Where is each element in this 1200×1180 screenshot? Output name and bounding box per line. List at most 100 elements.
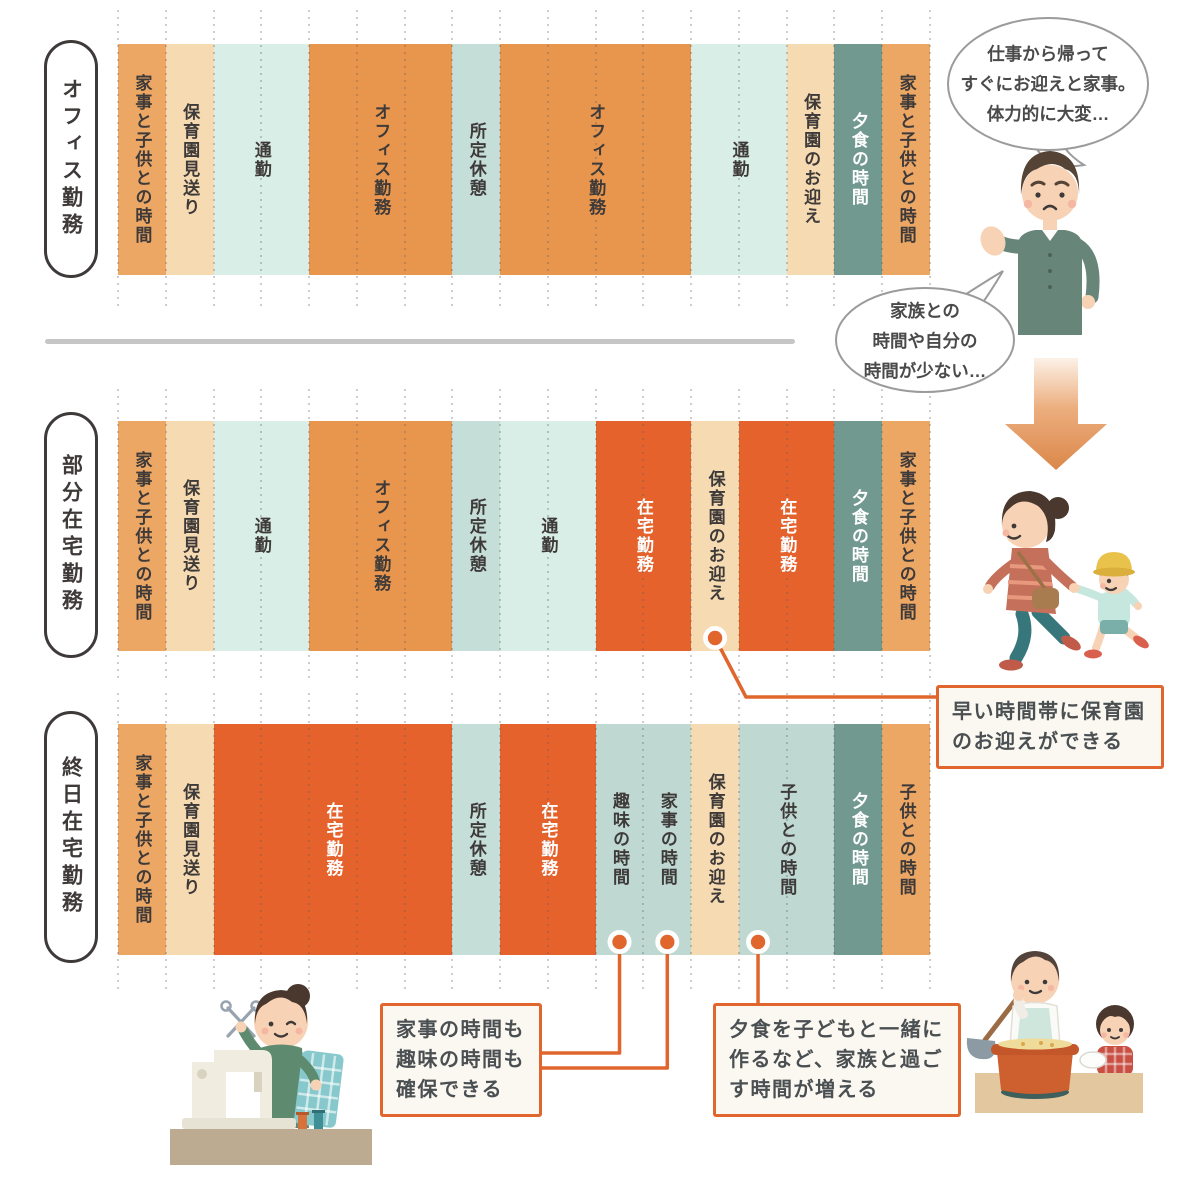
- segment-label: 保育園見送り: [180, 479, 200, 593]
- row-label: オフィス勤務: [59, 78, 83, 240]
- schedule-segment: 家事と子供との時間: [118, 421, 166, 651]
- segment-label: 通勤: [251, 140, 271, 179]
- bubble-overwhelmed-text: 仕事から帰ってすぐにお迎えと家事。体力的に大変…: [950, 40, 1146, 129]
- schedule-segment: 夕食の時間: [834, 421, 883, 651]
- schedule-segment: 通勤: [500, 421, 596, 651]
- schedule-segment: 通勤: [213, 44, 310, 275]
- segment-label: 夕食の時間: [848, 488, 868, 584]
- callout-early-pickup: 早い時間帯に保育園のお迎えができる: [936, 685, 1164, 769]
- callout-family-dinner: 夕食を子どもと一緒に作るなど、家族と過ごす時間が増える: [713, 1003, 961, 1117]
- segment-label: 在宅勤務: [323, 801, 343, 878]
- segment-label: 家事と子供との時間: [896, 450, 916, 622]
- bubble-line: 体力的に大変…: [986, 103, 1110, 124]
- schedule-segment: 通勤: [213, 421, 310, 651]
- callout-hobby-time: 家事の時間も趣味の時間も確保できる: [380, 1003, 542, 1117]
- timeline-bar: 家事と子供との時間 保育園見送り 通勤 オフィス勤務 所定休憩 オフィス勤務 通勤 保育園のお…: [118, 44, 931, 275]
- bubble-line: 仕事から帰って: [987, 44, 1109, 64]
- callout-line: 趣味の時間も: [396, 1049, 525, 1071]
- father-cooking-with-daughter-illustration: [966, 951, 1143, 1113]
- schedule-segment: 所定休憩: [452, 44, 501, 275]
- segment-label: 在宅勤務: [633, 498, 653, 574]
- schedule-segment: 在宅勤務: [213, 724, 453, 955]
- schedule-segment: 保育園のお迎え: [786, 44, 835, 275]
- row-label: 部分在宅勤務: [59, 454, 83, 616]
- schedule-segment: 保育園のお迎え: [691, 421, 739, 651]
- segment-label: 保育園のお迎え: [801, 93, 821, 226]
- schedule-segment: 保育園見送り: [165, 724, 214, 955]
- segment-label: 子供との時間: [896, 782, 916, 897]
- segment-label: 夕食の時間: [848, 112, 868, 207]
- callout-line: 早い時間帯に保育園: [952, 701, 1146, 723]
- segment-label: 家事と子供との時間: [132, 450, 152, 622]
- segment-label: 在宅勤務: [538, 801, 558, 878]
- schedule-segment: 保育園のお迎え: [691, 724, 739, 955]
- callout-line: す時間が増える: [729, 1079, 879, 1101]
- schedule-segment: 趣味の時間: [595, 724, 644, 955]
- schedule-segment: 所定休憩: [452, 724, 501, 955]
- segment-label: 保育園のお迎え: [705, 773, 725, 906]
- segment-label: 子供との時間: [777, 782, 797, 897]
- schedule-segment: 家事の時間: [643, 724, 692, 955]
- segment-label: オフィス勤務: [371, 102, 391, 217]
- segment-label: 家事と子供との時間: [132, 74, 152, 245]
- segment-label: 保育園見送り: [180, 102, 200, 217]
- segment-label: 家事と子供との時間: [132, 754, 152, 925]
- woman-sewing-illustration: [170, 984, 372, 1165]
- row-label-pill: オフィス勤務: [44, 40, 98, 278]
- bubble-line: 家族との: [890, 301, 960, 321]
- callout-line: のお迎えができる: [952, 731, 1124, 753]
- schedule-segment: 在宅勤務: [500, 724, 596, 955]
- schedule-segment: 家事と子供との時間: [882, 421, 931, 651]
- segment-label: 通勤: [729, 140, 749, 179]
- segment-label: 所定休憩: [466, 121, 486, 198]
- bubble-line: 時間や自分の: [872, 330, 978, 351]
- segment-label: 通勤: [251, 517, 271, 555]
- segment-label: 家事と子供との時間: [896, 74, 916, 245]
- schedule-segment: 家事と子供との時間: [118, 724, 166, 955]
- row-label-pill: 終日在宅勤務: [44, 711, 98, 963]
- schedule-segment: 保育園見送り: [165, 421, 214, 651]
- row-label-pill: 部分在宅勤務: [44, 412, 98, 658]
- callout-line: 夕食を子どもと一緒に: [729, 1019, 944, 1041]
- down-arrow-icon: [1005, 358, 1107, 470]
- timeline-bar: 家事と子供との時間 保育園見送り 在宅勤務 所定休憩 在宅勤務 趣味の時間 家事の時間 保育園…: [118, 724, 931, 955]
- callout-line: 作るなど、家族と過ご: [729, 1049, 943, 1071]
- schedule-segment: 子供との時間: [882, 724, 931, 955]
- schedule-segment: オフィス勤務: [309, 421, 453, 651]
- bubble-line: すぐにお迎えと家事。: [960, 73, 1136, 94]
- segment-label: 所定休憩: [466, 498, 486, 574]
- worried-father-illustration: [980, 151, 1100, 335]
- row-label: 終日在宅勤務: [59, 756, 83, 918]
- segment-label: 在宅勤務: [777, 498, 797, 574]
- schedule-segment: 家事と子供との時間: [882, 44, 931, 275]
- segment-label: オフィス勤務: [586, 102, 606, 217]
- bubble-no-time-text: 家族との時間や自分の時間が少ない…: [836, 297, 1014, 386]
- schedule-segment: 在宅勤務: [595, 421, 692, 651]
- connector-chores-time: [540, 940, 670, 1070]
- schedule-segment: 家事と子供との時間: [118, 44, 166, 275]
- schedule-segment: オフィス勤務: [500, 44, 692, 275]
- segment-label: 夕食の時間: [848, 792, 868, 887]
- bubble-line: 時間が少ない…: [863, 360, 987, 381]
- callout-line: 家事の時間も: [396, 1019, 525, 1041]
- segment-label: 保育園見送り: [180, 782, 200, 897]
- segment-label: 家事の時間: [657, 792, 677, 887]
- schedule-segment: オフィス勤務: [309, 44, 453, 275]
- section-divider: [45, 339, 795, 344]
- segment-label: オフィス勤務: [371, 479, 391, 593]
- segment-label: 所定休憩: [466, 801, 486, 878]
- schedule-segment: 在宅勤務: [738, 421, 835, 651]
- connector-hobby-time: [540, 940, 622, 1055]
- schedule-segment: 夕食の時間: [834, 724, 883, 955]
- schedule-segment: 所定休憩: [452, 421, 501, 651]
- segment-label: 趣味の時間: [610, 792, 630, 887]
- mother-walking-with-child-illustration: [983, 491, 1149, 671]
- schedule-segment: 通勤: [691, 44, 787, 275]
- schedule-segment: 保育園見送り: [165, 44, 214, 275]
- schedule-segment: 子供との時間: [738, 724, 835, 955]
- schedule-segment: 夕食の時間: [834, 44, 883, 275]
- callout-line: 確保できる: [396, 1079, 504, 1101]
- segment-label: 通勤: [538, 517, 558, 555]
- segment-label: 保育園のお迎え: [705, 469, 725, 603]
